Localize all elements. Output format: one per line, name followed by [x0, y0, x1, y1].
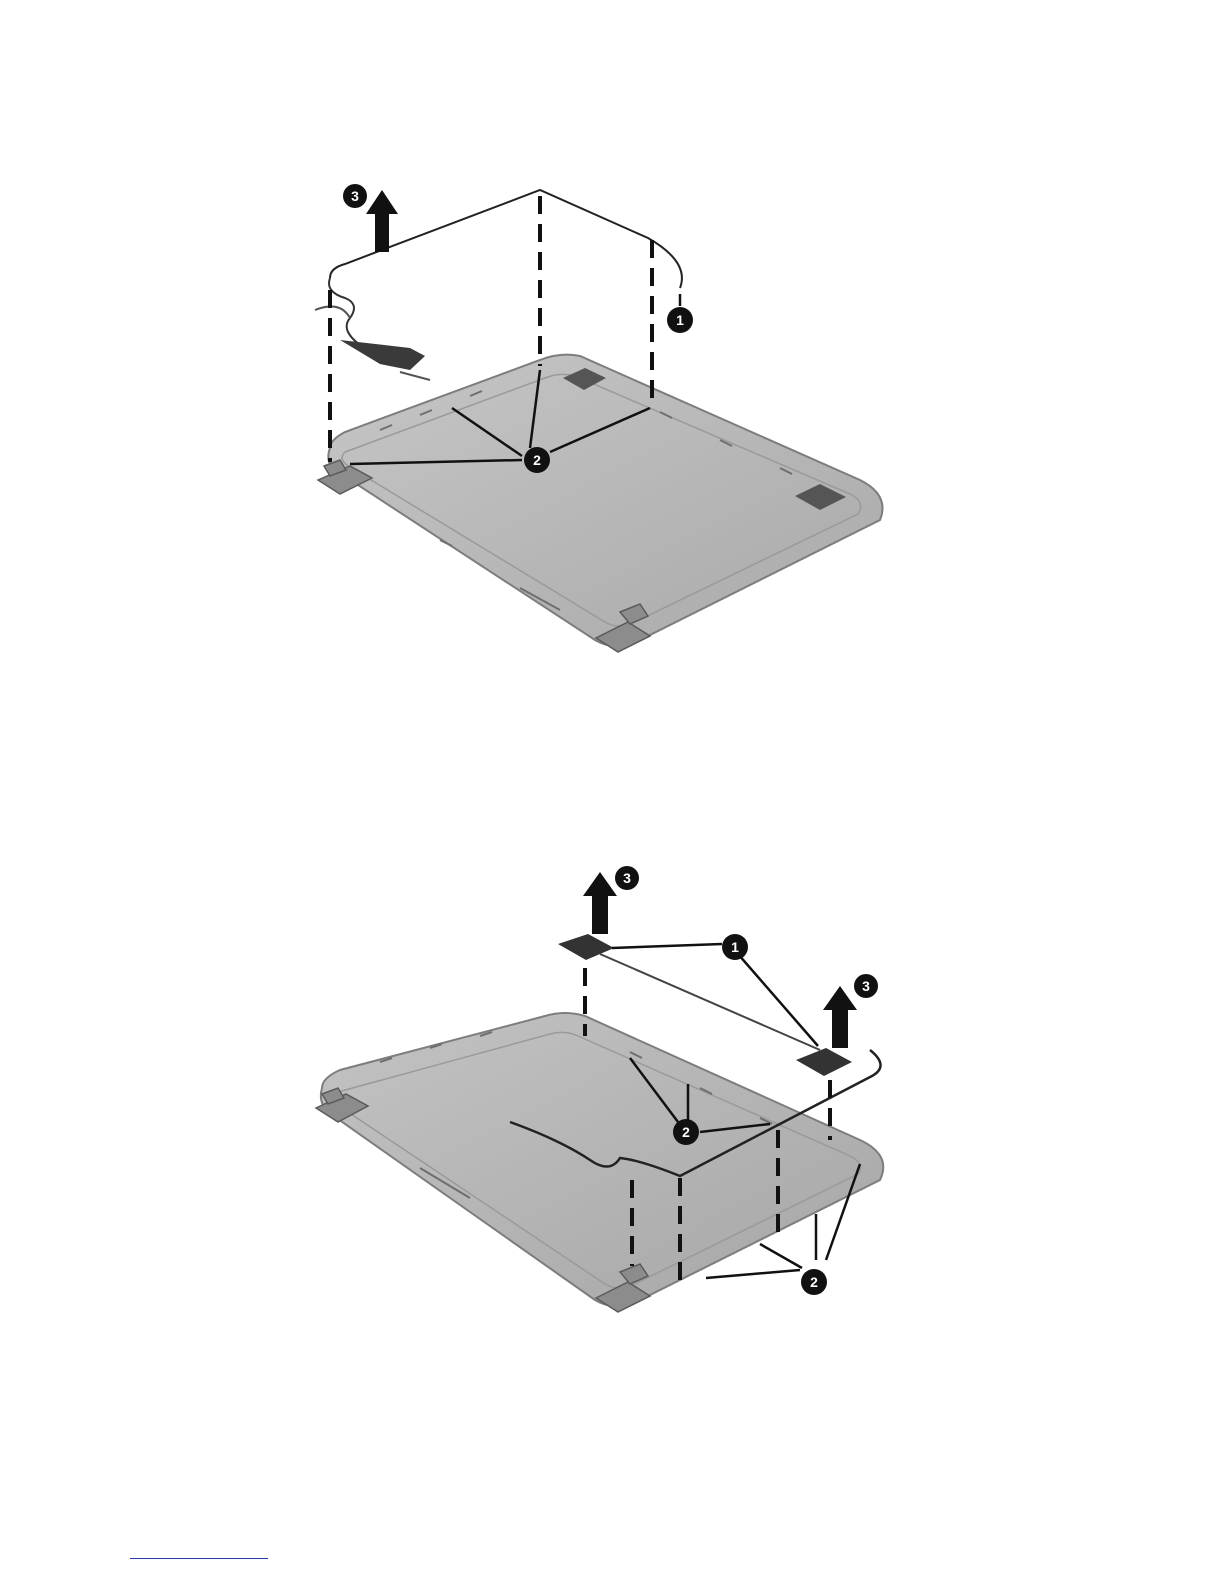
figure-bottom: 3 1 3 2 2 [0, 840, 1224, 1340]
svg-text:2: 2 [533, 452, 541, 468]
diagram-bottom: 3 1 3 2 2 [0, 840, 1224, 1340]
callout-1: 1 [667, 307, 693, 333]
svg-text:1: 1 [676, 312, 684, 328]
svg-text:2: 2 [810, 1274, 818, 1290]
callout-3: 3 [615, 866, 639, 890]
svg-text:3: 3 [351, 188, 359, 204]
callout-2: 2 [801, 1269, 827, 1295]
callout-1: 1 [722, 934, 748, 960]
figure-top: 3 1 2 [0, 0, 1224, 700]
display-cable-connector [340, 340, 425, 370]
svg-text:2: 2 [682, 1124, 690, 1140]
svg-text:3: 3 [862, 978, 870, 994]
antenna-transceiver-right [796, 1048, 852, 1076]
display-back-cover [321, 1013, 883, 1306]
antenna-cable [600, 954, 820, 1050]
callout-2: 2 [524, 447, 550, 473]
svg-text:1: 1 [731, 939, 739, 955]
lift-arrow-icon [583, 872, 617, 934]
footer-link-rule [130, 1558, 268, 1559]
lift-arrow-icon [823, 986, 857, 1048]
callout-3: 3 [343, 184, 367, 208]
diagram-top: 3 1 2 [0, 0, 1224, 700]
display-back-cover [328, 355, 882, 646]
lift-arrow-icon [366, 190, 398, 252]
callout-2: 2 [673, 1119, 699, 1145]
display-cable-ribbon [315, 306, 430, 380]
callout-3: 3 [854, 974, 878, 998]
svg-text:3: 3 [623, 870, 631, 886]
